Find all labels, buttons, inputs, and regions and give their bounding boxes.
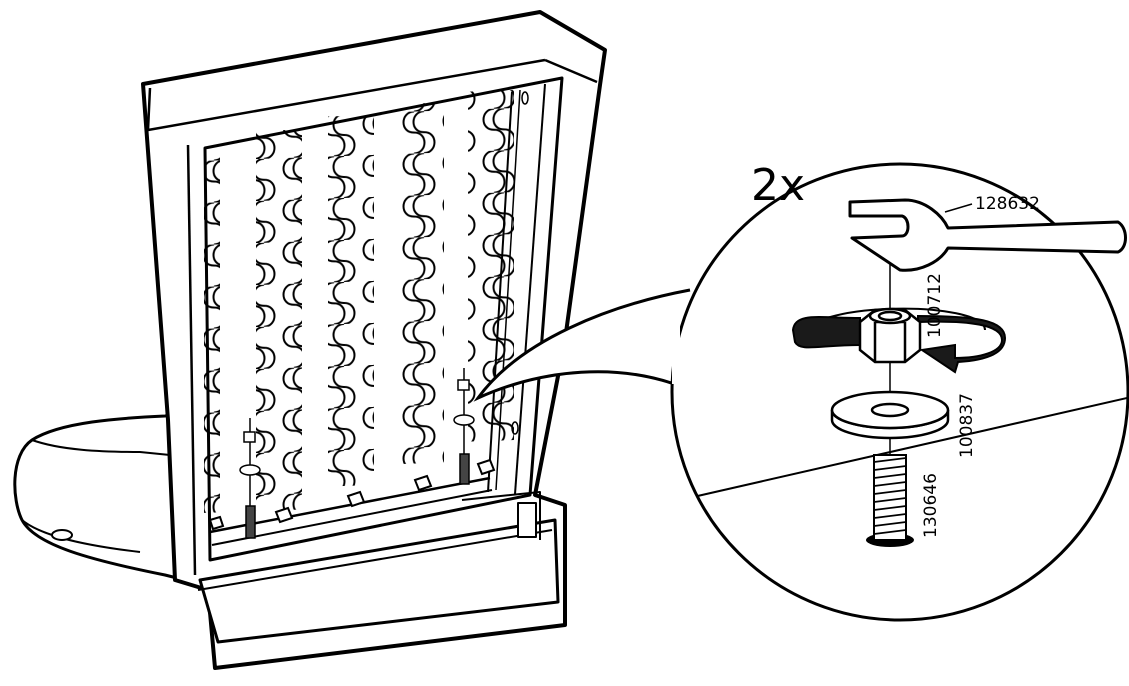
nut-100712 bbox=[858, 307, 922, 364]
bolt-part-number: 130646 bbox=[921, 473, 941, 538]
mini-bolt-assembly-left bbox=[239, 418, 261, 539]
washer-100837 bbox=[830, 390, 950, 440]
zigzag-springs bbox=[204, 90, 514, 513]
wrench-leader bbox=[944, 203, 973, 213]
nut-part-number: 100712 bbox=[925, 273, 945, 338]
washer-part-number: 100837 bbox=[957, 393, 977, 458]
bolt-130646 bbox=[873, 454, 907, 541]
wrench-128632 bbox=[848, 198, 1127, 272]
quantity-label: 2x bbox=[751, 160, 805, 211]
spring-clips bbox=[208, 458, 496, 531]
wrench-part-number: 128632 bbox=[975, 194, 1040, 214]
mini-bolt-assembly-right bbox=[453, 368, 475, 485]
sofa-armrest bbox=[13, 408, 217, 587]
